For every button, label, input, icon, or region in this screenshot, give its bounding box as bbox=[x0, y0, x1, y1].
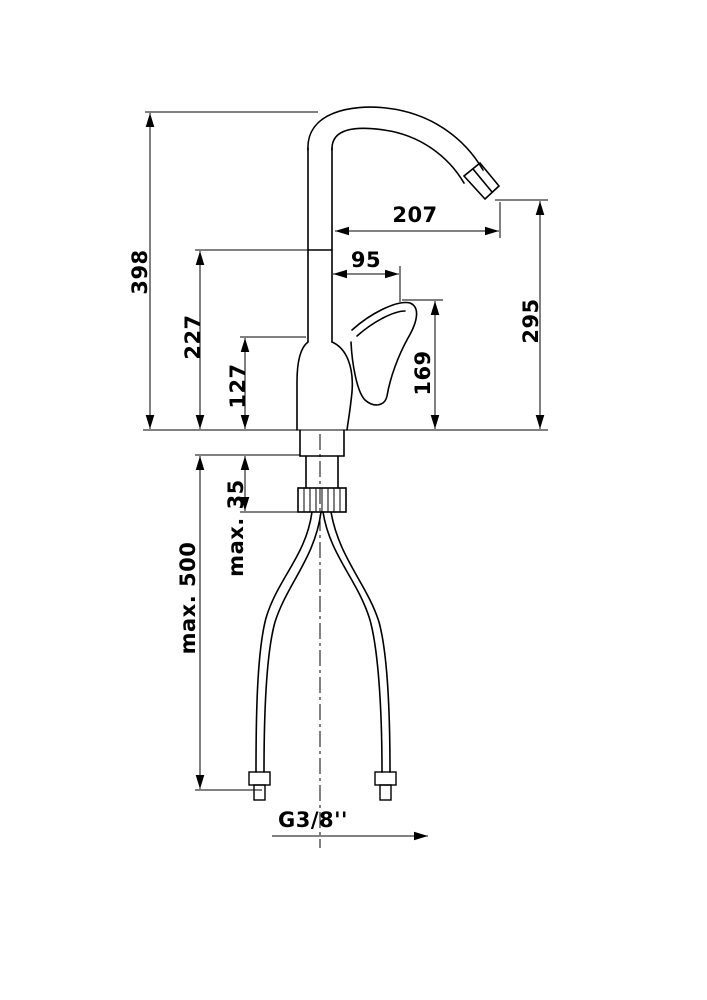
dimension-label-outlet-height: 295 bbox=[519, 298, 543, 344]
left-connector-thread bbox=[253, 784, 266, 801]
aerator-divider bbox=[472, 168, 493, 193]
left-hose-inner bbox=[263, 511, 322, 773]
extension-lines bbox=[143, 111, 548, 791]
mounting-nut-knurl bbox=[303, 487, 341, 513]
left-connector-nut bbox=[248, 771, 271, 786]
dimension-label-total-height: 398 bbox=[128, 249, 152, 295]
right-connector-thread bbox=[379, 784, 392, 801]
body-right-edge bbox=[331, 341, 354, 431]
dimension-label-spout-joint-height: 227 bbox=[181, 314, 205, 360]
dimension-label-body-height: 127 bbox=[226, 363, 250, 409]
spout-aerator bbox=[462, 161, 501, 201]
handle-detail-line bbox=[356, 310, 406, 337]
right-hose-outer bbox=[330, 511, 391, 773]
dimension-lines bbox=[145, 113, 545, 841]
spout-inner-curve bbox=[331, 127, 465, 184]
body-left-edge bbox=[296, 341, 309, 431]
right-connector-nut bbox=[374, 771, 397, 786]
spout-outer-curve bbox=[307, 106, 484, 171]
dimension-label-max-hose-length: max. 500 bbox=[176, 541, 200, 655]
dimension-label-spout-reach: 207 bbox=[392, 203, 438, 227]
thread-size-label: G3/8'' bbox=[278, 808, 348, 832]
dimension-label-handle-height: 169 bbox=[411, 350, 435, 396]
dimension-label-max-mounting-thickness: max. 35 bbox=[224, 479, 248, 577]
dimension-label-handle-reach: 95 bbox=[350, 248, 382, 272]
hose-connectors bbox=[248, 771, 397, 801]
handle-lever bbox=[350, 301, 418, 406]
right-hose-inner bbox=[322, 511, 383, 773]
faucet-outline bbox=[248, 106, 501, 801]
left-hose-outer bbox=[255, 511, 313, 773]
